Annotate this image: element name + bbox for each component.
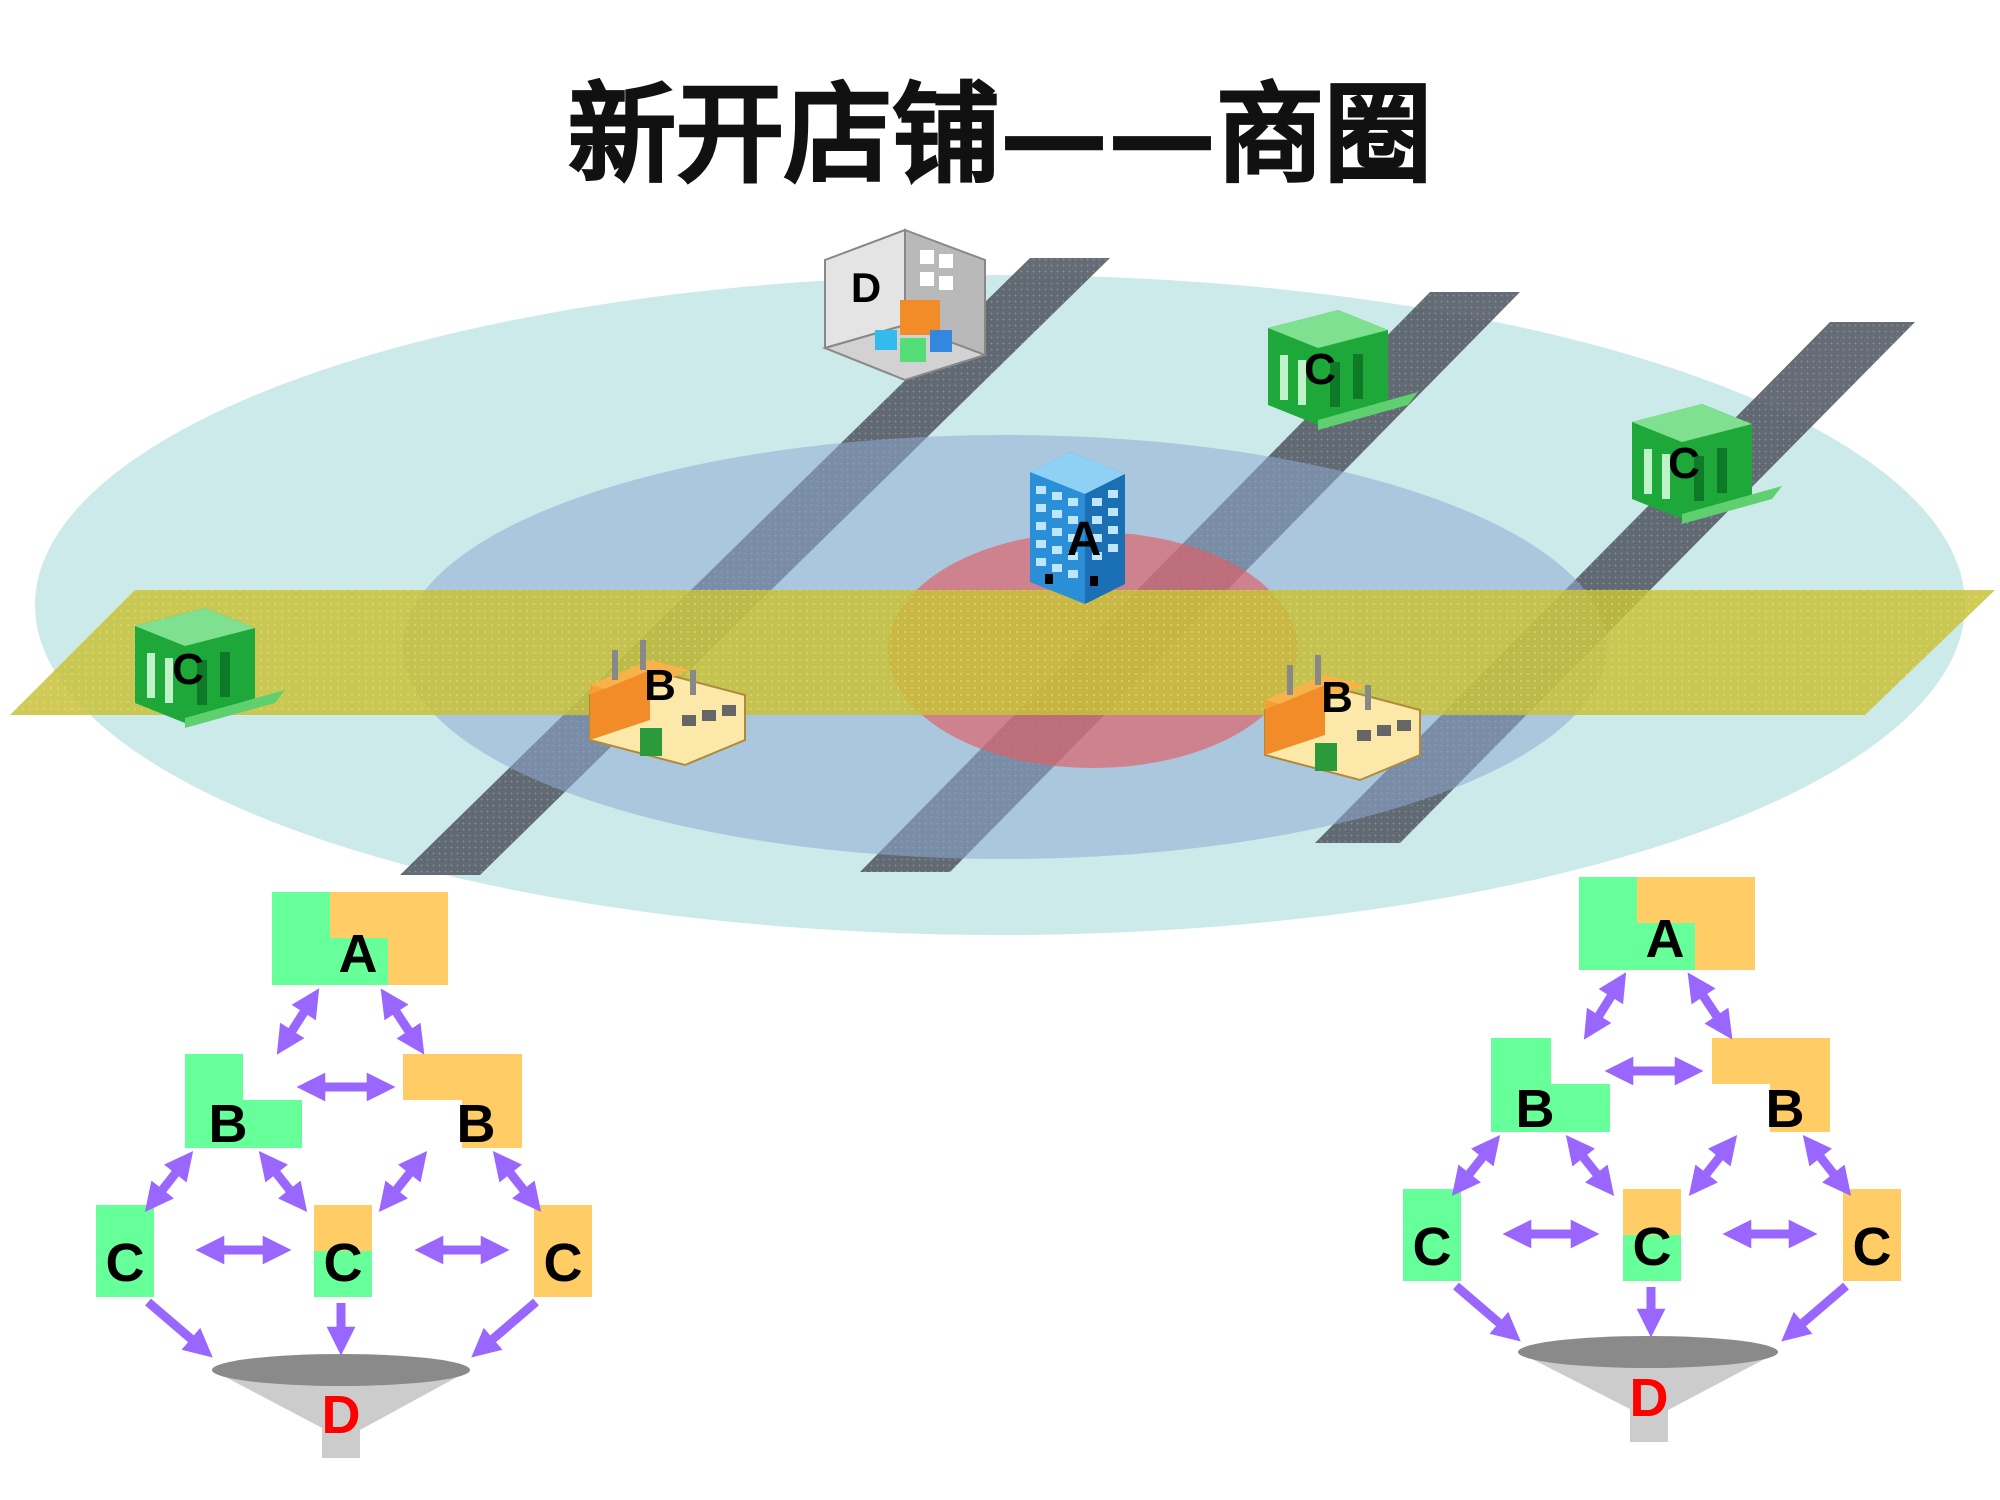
tier-c-right-box bbox=[534, 1205, 592, 1297]
factory-icon bbox=[1264, 655, 1421, 782]
double-arrow-icon bbox=[1802, 1134, 1852, 1197]
bank-icon bbox=[135, 608, 285, 728]
hierarchy-left: A B B C C C D bbox=[96, 892, 592, 1458]
trade-area-map bbox=[10, 258, 1995, 935]
arrow-icon bbox=[471, 1298, 539, 1358]
double-arrow-icon bbox=[1451, 1134, 1501, 1197]
tier-c-left-box bbox=[1403, 1189, 1461, 1281]
arrow-icon bbox=[145, 1298, 213, 1358]
tier-b-right-box bbox=[1712, 1038, 1830, 1132]
double-arrow-icon bbox=[1583, 972, 1627, 1040]
double-arrow-icon bbox=[144, 1150, 194, 1213]
tier-a-label: A bbox=[339, 924, 378, 984]
building-c-right-label: C bbox=[1668, 439, 1700, 488]
double-arrow-icon bbox=[276, 988, 320, 1055]
tier-c-mid-box bbox=[1623, 1189, 1681, 1235]
tier-c-right-box bbox=[1843, 1189, 1901, 1281]
tier-b-right-label: B bbox=[1766, 1079, 1805, 1139]
double-arrow-icon bbox=[258, 1150, 308, 1213]
double-arrow-icon bbox=[1565, 1134, 1615, 1197]
double-arrow-icon bbox=[492, 1150, 542, 1213]
tier-a-label: A bbox=[1646, 909, 1685, 969]
funnel-icon bbox=[1518, 1336, 1778, 1442]
page-title: 新开店铺——商圈 bbox=[568, 72, 1432, 198]
tier-d-label: D bbox=[1630, 1368, 1669, 1428]
funnel-icon bbox=[212, 1354, 470, 1458]
double-arrow-icon bbox=[378, 1150, 428, 1213]
tier-c-right-label: C bbox=[544, 1233, 583, 1293]
building-c-left-label: C bbox=[172, 645, 204, 694]
tier-c-mid-label: C bbox=[324, 1233, 363, 1293]
tier-b-right-box bbox=[403, 1054, 522, 1148]
hierarchy-right: A B B C C C D bbox=[1403, 877, 1901, 1442]
tier-c-left-label: C bbox=[106, 1233, 145, 1293]
tier-b-left-label: B bbox=[1516, 1079, 1555, 1139]
building-c-top-label: C bbox=[1304, 345, 1336, 394]
tier-b-right-label: B bbox=[457, 1094, 496, 1154]
tier-b-left-box bbox=[1491, 1038, 1610, 1132]
tier-d-label: D bbox=[322, 1385, 361, 1445]
flow-arrows bbox=[1451, 972, 1852, 1342]
double-arrow-icon bbox=[1688, 1134, 1738, 1197]
bank-icon bbox=[1268, 310, 1418, 430]
tier-c-left-label: C bbox=[1413, 1217, 1452, 1277]
tier-c-left-box bbox=[96, 1205, 154, 1297]
tier-b-left-label: B bbox=[209, 1094, 248, 1154]
bank-icon bbox=[1632, 404, 1782, 524]
tier-c-mid-box bbox=[314, 1205, 372, 1251]
double-arrow-icon bbox=[1687, 972, 1733, 1040]
flow-arrows bbox=[144, 988, 542, 1358]
map-buildings: D A bbox=[135, 228, 1782, 782]
building-a-label: A bbox=[1067, 513, 1102, 566]
tier-c-mid-label: C bbox=[1633, 1217, 1672, 1277]
building-b-left-label: B bbox=[644, 661, 676, 710]
arrow-icon bbox=[1781, 1282, 1849, 1342]
building-b-right-label: B bbox=[1321, 673, 1353, 722]
double-arrow-icon bbox=[380, 988, 425, 1055]
arrow-icon bbox=[1453, 1282, 1521, 1342]
office-tower-icon bbox=[1030, 452, 1125, 604]
tier-c-right-label: C bbox=[1853, 1217, 1892, 1277]
factory-warehouse-icon bbox=[821, 228, 989, 382]
factory-icon bbox=[589, 640, 746, 767]
building-d-label: D bbox=[851, 264, 881, 311]
tier-b-left-box bbox=[185, 1054, 302, 1148]
